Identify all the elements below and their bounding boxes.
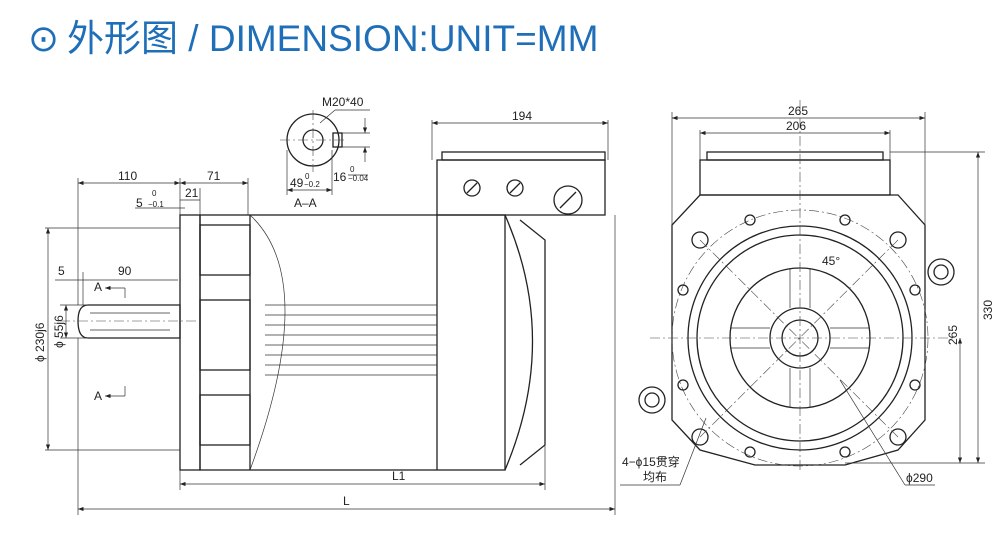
- svg-text:71: 71: [207, 169, 221, 183]
- svg-text:265: 265: [946, 325, 960, 345]
- svg-text:110: 110: [118, 169, 137, 183]
- section-a-a: M20*40 0 16 −0.04 0 49 −0.2 A–A: [280, 95, 370, 210]
- svg-text:均布: 均布: [643, 470, 667, 484]
- svg-text:206: 206: [786, 119, 806, 133]
- section-label: A–A: [294, 196, 317, 210]
- svg-text:21: 21: [185, 186, 199, 200]
- svg-text:194: 194: [512, 109, 532, 123]
- svg-text:L1: L1: [392, 469, 406, 483]
- side-view: 110 71 21 0 5 −0.1 194 ϕ 230j6 ϕ 55j6 5 …: [33, 109, 616, 515]
- svg-text:16: 16: [333, 170, 347, 184]
- svg-text:ϕ 55j6: ϕ 55j6: [52, 315, 66, 348]
- svg-text:0: 0: [350, 165, 355, 174]
- thread-label: M20*40: [322, 95, 364, 109]
- svg-text:90: 90: [118, 264, 132, 278]
- svg-text:49: 49: [290, 176, 304, 190]
- svg-text:0: 0: [305, 172, 310, 181]
- page-title: ⊙外形图 / DIMENSION:UNIT=MM: [28, 18, 599, 59]
- svg-text:−0.1: −0.1: [148, 200, 164, 209]
- svg-text:330: 330: [981, 300, 995, 320]
- svg-text:0: 0: [152, 189, 157, 198]
- svg-text:265: 265: [788, 104, 808, 118]
- svg-text:L: L: [343, 494, 350, 508]
- svg-text:5: 5: [136, 196, 143, 210]
- svg-text:ϕ290: ϕ290: [906, 471, 933, 485]
- svg-text:ϕ 230j6: ϕ 230j6: [33, 322, 47, 362]
- svg-text:4−ϕ15贯穿: 4−ϕ15贯穿: [622, 454, 680, 469]
- svg-text:−0.2: −0.2: [304, 180, 320, 189]
- target-circle-icon: ⊙: [28, 18, 60, 59]
- svg-text:−0.04: −0.04: [348, 174, 369, 183]
- svg-text:A: A: [94, 389, 102, 403]
- svg-text:45°: 45°: [822, 254, 840, 268]
- front-view: 45° 265 206 330 265 4−ϕ15贯穿 均布 ϕ290: [620, 100, 995, 486]
- svg-text:5: 5: [58, 264, 65, 278]
- svg-text:A: A: [94, 280, 102, 294]
